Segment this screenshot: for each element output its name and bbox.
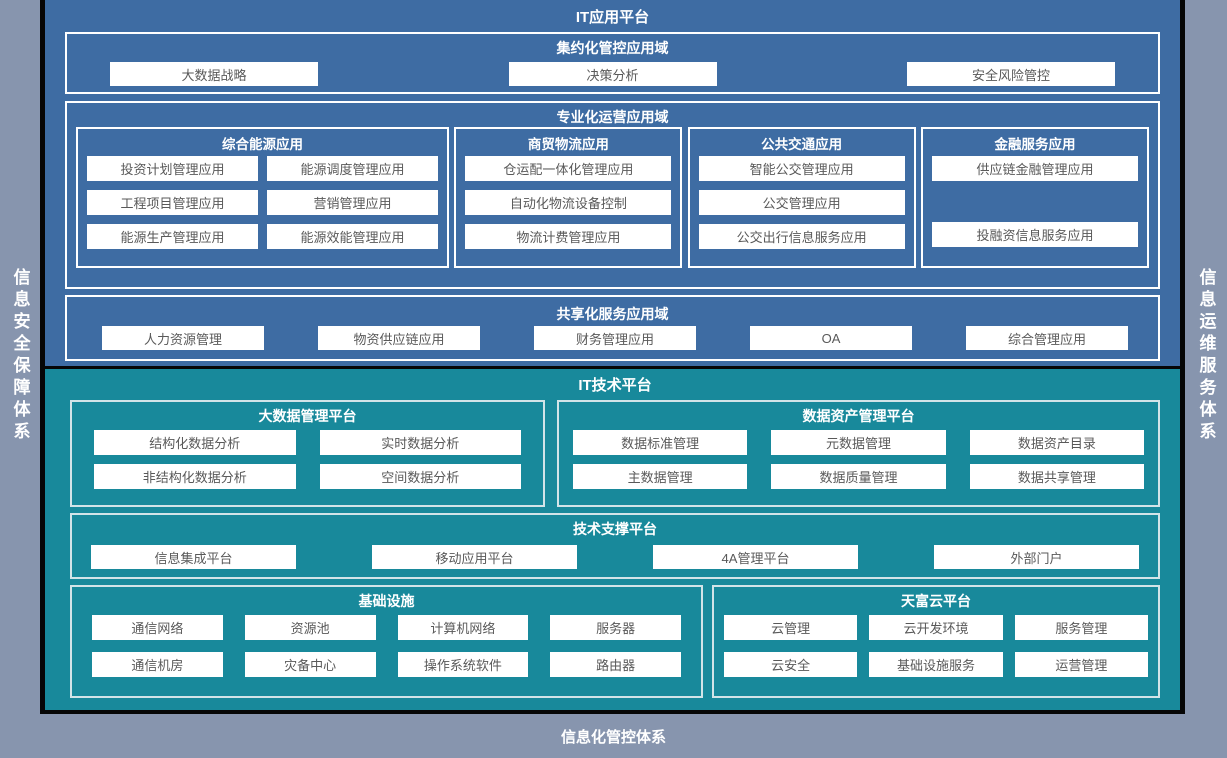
tech-node: 数据资产目录: [969, 430, 1144, 455]
tech-node: 操作系统软件: [397, 652, 529, 677]
tech-node: 信息集成平台: [91, 545, 296, 569]
trade-logistics-group-box: 商贸物流应用 仓运配一体化管理应用 自动化物流设备控制 物流计费管理应用: [454, 127, 683, 268]
shared-domain-items: 人力资源管理 物资供应链应用 财务管理应用 OA 综合管理应用: [67, 324, 1158, 350]
cloud-platform-box: 天富云平台 云管理 云开发环境 服务管理 云安全 基础设施服务 运营管理: [712, 585, 1160, 698]
shared-domain-box: 共享化服务应用域 人力资源管理 物资供应链应用 财务管理应用 OA 综合管理应用: [65, 295, 1160, 361]
tech-node: 运营管理: [1014, 652, 1148, 677]
tech-node: 主数据管理: [573, 464, 748, 489]
tech-platform-title: IT技术平台: [578, 377, 652, 394]
infrastructure-box: 基础设施 通信网络 资源池 计算机网络 服务器 通信机房 灾备中心 操作系统软件…: [70, 585, 703, 698]
tech-node: 非结构化数据分析: [94, 464, 296, 489]
main-panel: IT应用平台 集约化管控应用域 大数据战略 决策分析 安全风险管控 专业化运营应…: [40, 0, 1185, 714]
data-asset-platform-title: 数据资产管理平台: [802, 408, 915, 424]
bottom-frame-label: 信息化管控体系: [560, 728, 666, 746]
tech-node: 数据质量管理: [771, 464, 946, 489]
tech-row-2: 技术支撑平台 信息集成平台 移动应用平台 4A管理平台 外部门户: [70, 513, 1160, 579]
app-node: 物流计费管理应用: [465, 224, 672, 249]
data-asset-platform-items: 数据标准管理 元数据管理 数据资产目录 主数据管理 数据质量管理 数据共享管理: [559, 428, 1158, 489]
tech-node: 资源池: [244, 615, 376, 640]
bigdata-platform-title: 大数据管理平台: [258, 408, 357, 424]
tech-node: 实时数据分析: [319, 430, 521, 455]
bigdata-platform-box: 大数据管理平台 结构化数据分析 实时数据分析 非结构化数据分析 空间数据分析: [70, 400, 545, 507]
tech-node: 空间数据分析: [319, 464, 521, 489]
tech-platform-section: IT技术平台 大数据管理平台 结构化数据分析 实时数据分析 非结构化数据分析 空…: [45, 369, 1180, 710]
finance-group-items: 供应链金融管理应用 投融资信息服务应用: [931, 156, 1138, 247]
app-node: 投融资信息服务应用: [931, 222, 1138, 247]
infrastructure-title: 基础设施: [358, 593, 415, 609]
tech-node: 结构化数据分析: [94, 430, 296, 455]
shared-domain-title: 共享化服务应用域: [556, 306, 669, 322]
tech-node: 通信机房: [92, 652, 223, 677]
data-asset-platform-box: 数据资产管理平台 数据标准管理 元数据管理 数据资产目录 主数据管理 数据质量管…: [557, 400, 1160, 507]
app-node: 大数据战略: [110, 62, 318, 86]
finance-group-title: 金融服务应用: [994, 137, 1076, 152]
tech-node: 服务器: [550, 615, 681, 640]
app-node: 公交管理应用: [698, 190, 905, 215]
app-platform-title: IT应用平台: [575, 9, 650, 26]
app-node: 综合管理应用: [966, 326, 1128, 350]
cloud-platform-title: 天富云平台: [901, 593, 971, 609]
app-node: 能源生产管理应用: [87, 224, 258, 249]
app-node: 人力资源管理: [102, 326, 264, 350]
operation-domain-groups: 综合能源应用 投资计划管理应用 能源调度管理应用 工程项目管理应用 营销管理应用…: [76, 127, 1149, 268]
tech-node: 外部门户: [934, 545, 1139, 569]
tech-node: 数据共享管理: [969, 464, 1144, 489]
public-transit-group-box: 公共交通应用 智能公交管理应用 公交管理应用 公交出行信息服务应用: [687, 127, 916, 268]
tech-row-1: 大数据管理平台 结构化数据分析 实时数据分析 非结构化数据分析 空间数据分析 数…: [70, 400, 1160, 507]
tech-node: 元数据管理: [771, 430, 946, 455]
intensive-domain-items: 大数据战略 决策分析 安全风险管控: [67, 58, 1158, 86]
finance-group-box: 金融服务应用 供应链金融管理应用 投融资信息服务应用: [920, 127, 1149, 268]
app-node: 供应链金融管理应用: [931, 156, 1138, 181]
app-node: 公交出行信息服务应用: [698, 224, 905, 249]
energy-group-items: 投资计划管理应用 能源调度管理应用 工程项目管理应用 营销管理应用 能源生产管理…: [87, 156, 438, 249]
tech-support-platform-title: 技术支撑平台: [573, 521, 657, 537]
tech-row-3: 基础设施 通信网络 资源池 计算机网络 服务器 通信机房 灾备中心 操作系统软件…: [70, 585, 1160, 698]
app-node: 智能公交管理应用: [698, 156, 905, 181]
tech-node: 云管理: [724, 615, 858, 640]
bigdata-platform-items: 结构化数据分析 实时数据分析 非结构化数据分析 空间数据分析: [72, 428, 543, 489]
app-node: 能源效能管理应用: [267, 224, 438, 249]
left-frame-label: 信息安全保障体系: [10, 268, 30, 444]
intensive-domain-title: 集约化管控应用域: [556, 40, 669, 56]
tech-node: 路由器: [550, 652, 681, 677]
app-platform-section: IT应用平台 集约化管控应用域 大数据战略 决策分析 安全风险管控 专业化运营应…: [45, 0, 1180, 369]
app-node: 能源调度管理应用: [267, 156, 438, 181]
cloud-platform-items: 云管理 云开发环境 服务管理 云安全 基础设施服务 运营管理: [714, 613, 1158, 677]
public-transit-group-items: 智能公交管理应用 公交管理应用 公交出行信息服务应用: [698, 156, 905, 249]
trade-logistics-group-items: 仓运配一体化管理应用 自动化物流设备控制 物流计费管理应用: [465, 156, 672, 249]
public-transit-group-title: 公共交通应用: [761, 137, 843, 152]
intensive-domain-box: 集约化管控应用域 大数据战略 决策分析 安全风险管控: [65, 32, 1160, 94]
app-node: 仓运配一体化管理应用: [465, 156, 672, 181]
tech-node: 移动应用平台: [372, 545, 577, 569]
app-node: 营销管理应用: [267, 190, 438, 215]
operation-domain-box: 专业化运营应用域 综合能源应用 投资计划管理应用 能源调度管理应用 工程项目管理…: [65, 101, 1160, 289]
tech-node: 基础设施服务: [869, 652, 1003, 677]
app-node: 自动化物流设备控制: [465, 190, 672, 215]
tech-node: 服务管理: [1014, 615, 1148, 640]
tech-node: 通信网络: [92, 615, 223, 640]
operation-domain-title: 专业化运营应用域: [556, 109, 669, 125]
app-node: OA: [750, 326, 912, 350]
tech-node: 计算机网络: [397, 615, 529, 640]
tech-node: 云开发环境: [869, 615, 1003, 640]
tech-node: 4A管理平台: [653, 545, 858, 569]
app-node: 决策分析: [508, 62, 717, 86]
energy-group-box: 综合能源应用 投资计划管理应用 能源调度管理应用 工程项目管理应用 营销管理应用…: [76, 127, 449, 268]
app-node: 物资供应链应用: [318, 326, 480, 350]
tech-node: 灾备中心: [244, 652, 376, 677]
tech-node: 数据标准管理: [573, 430, 748, 455]
tech-support-platform-items: 信息集成平台 移动应用平台 4A管理平台 外部门户: [72, 541, 1158, 569]
app-node: 安全风险管控: [907, 62, 1115, 86]
tech-node: 云安全: [724, 652, 858, 677]
app-node: 工程项目管理应用: [87, 190, 258, 215]
app-node: 财务管理应用: [534, 326, 696, 350]
energy-group-title: 综合能源应用: [222, 137, 303, 152]
app-node: 投资计划管理应用: [87, 156, 258, 181]
tech-support-platform-box: 技术支撑平台 信息集成平台 移动应用平台 4A管理平台 外部门户: [70, 513, 1160, 579]
right-frame-label: 信息运维服务体系: [1196, 268, 1216, 444]
trade-logistics-group-title: 商贸物流应用: [527, 137, 609, 152]
infrastructure-items: 通信网络 资源池 计算机网络 服务器 通信机房 灾备中心 操作系统软件 路由器: [72, 613, 701, 677]
